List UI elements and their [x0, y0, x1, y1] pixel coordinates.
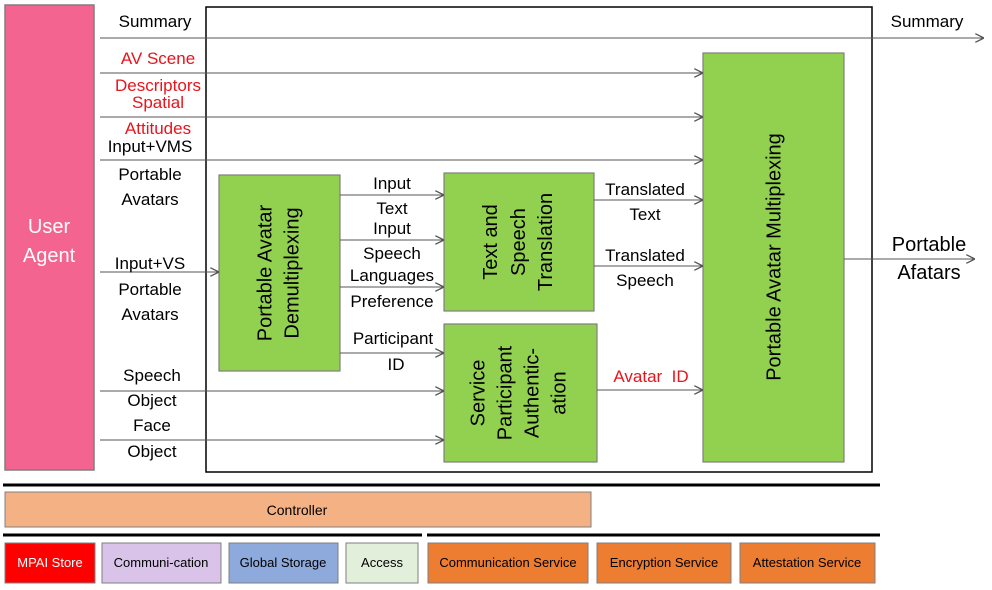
label-portable-out-1: Portable — [892, 234, 967, 256]
label-av-scene-2: Descriptors — [115, 76, 201, 95]
label-av-scene-1: AV Scene — [121, 49, 195, 68]
auth-module-label-1: Service — [468, 360, 490, 427]
demux-module-label-1: Portable Avatar — [255, 204, 277, 341]
communication-service-label: Communication Service — [439, 555, 576, 570]
authentication-module[interactable] — [443, 323, 598, 463]
label-input-speech-1: Input — [373, 219, 411, 238]
label-input-vs-3: Avatars — [121, 305, 178, 324]
translation-module-label-1: Text and — [480, 204, 502, 280]
label-input-vs-1: Input+VS — [115, 254, 185, 273]
label-input-vs-2: Portable — [118, 280, 181, 299]
user-agent-label-2: Agent — [23, 245, 76, 267]
label-summary-out: Summary — [891, 12, 964, 31]
ai-workflow-frame — [205, 6, 873, 473]
label-input-vms-1: Input+VMS — [108, 137, 193, 156]
access-label: Access — [361, 555, 403, 570]
label-languages-1: Languages — [350, 266, 434, 285]
encryption-service-label: Encryption Service — [610, 555, 718, 570]
label-translated-text-1: Translated — [605, 180, 685, 199]
translation-module[interactable] — [443, 172, 595, 312]
demux-module-label-2: Demultiplexing — [282, 207, 304, 338]
label-portable-out-2: Afatars — [897, 262, 960, 284]
label-languages-2: Preference — [350, 292, 433, 311]
label-face-object-1: Face — [133, 416, 171, 435]
user-agent-label-1: User — [28, 216, 71, 238]
mux-module-label: Portable Avatar Multiplexing — [764, 133, 786, 381]
label-avatar-id: Avatar ID — [613, 367, 688, 386]
label-participant-2: ID — [388, 355, 405, 374]
user-agent-box[interactable] — [4, 4, 95, 471]
communication-service-box[interactable] — [427, 542, 589, 584]
connector-arrows — [100, 38, 984, 440]
auth-module-label-2: Participant — [495, 345, 517, 440]
encryption-service-box[interactable] — [596, 542, 732, 584]
demux-module[interactable] — [218, 174, 341, 372]
access-box[interactable] — [345, 542, 419, 584]
label-summary-in: Summary — [119, 12, 192, 31]
global-storage-box[interactable] — [228, 542, 339, 584]
controller-box[interactable] — [4, 491, 592, 528]
label-input-text-1: Input — [373, 174, 411, 193]
label-spatial-1: Spatial — [132, 93, 184, 112]
label-input-vms-2: Portable — [118, 165, 181, 184]
mpai-store-label: MPAI Store — [17, 555, 83, 570]
label-participant-1: Participant — [353, 329, 434, 348]
translation-module-label-3: Translation — [535, 193, 557, 291]
label-translated-speech-2: Speech — [616, 271, 674, 290]
global-storage-label: Global Storage — [240, 555, 327, 570]
communication-box[interactable] — [101, 542, 222, 584]
attestation-service-box[interactable] — [739, 542, 876, 584]
label-spatial-2: Attitudes — [125, 119, 191, 138]
translation-module-label-2: Speech — [508, 208, 530, 276]
label-input-vms-3: Avatars — [121, 190, 178, 209]
auth-module-label-3: Authentic- — [522, 348, 544, 438]
mux-module[interactable] — [702, 52, 845, 463]
label-input-text-2: Text — [376, 199, 407, 218]
label-face-object-2: Object — [127, 442, 176, 461]
label-translated-text-2: Text — [629, 205, 660, 224]
label-speech-object-2: Object — [127, 391, 176, 410]
auth-module-label-4: ation — [549, 371, 571, 414]
communication-label: Communi-cation — [114, 555, 209, 570]
label-speech-object-1: Speech — [123, 366, 181, 385]
label-translated-speech-1: Translated — [605, 246, 685, 265]
attestation-service-label: Attestation Service — [753, 555, 861, 570]
controller-label: Controller — [267, 502, 328, 518]
mpai-store-box[interactable] — [4, 542, 96, 584]
label-input-speech-2: Speech — [363, 244, 421, 263]
